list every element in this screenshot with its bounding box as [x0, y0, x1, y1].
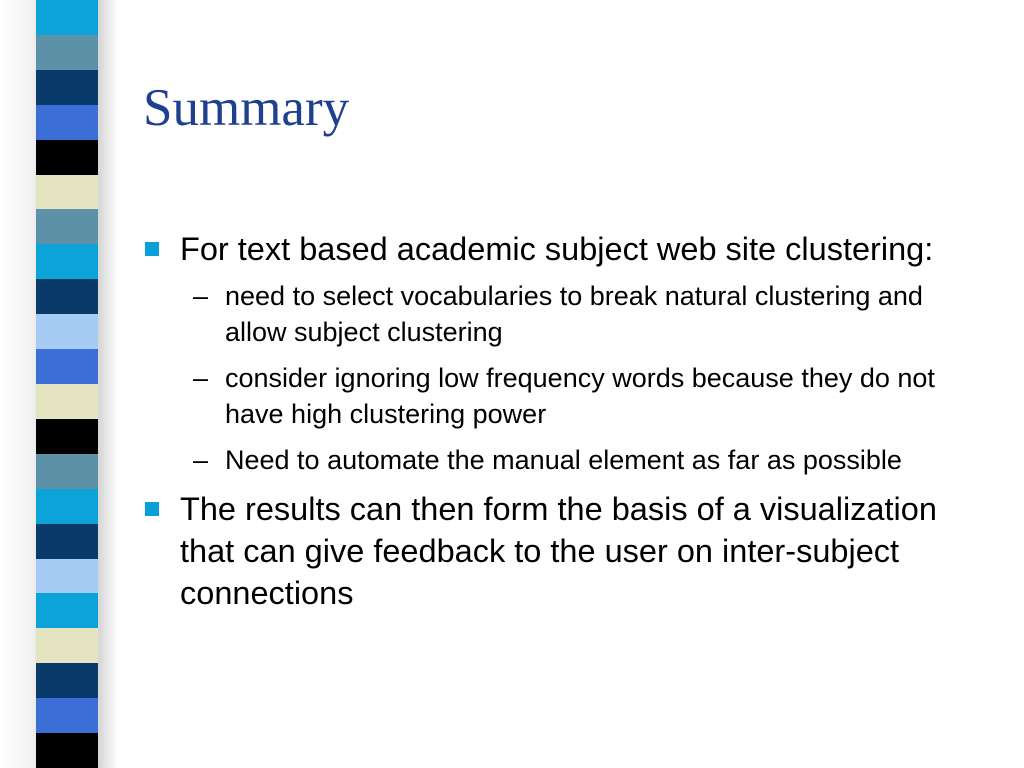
- sub-bullet-item: – need to select vocabularies to break n…: [180, 278, 975, 350]
- sub-bullet-text: Need to automate the manual element as f…: [225, 445, 902, 475]
- stripe-segment: [36, 244, 98, 280]
- stripe-segment: [36, 733, 98, 768]
- dash-marker: –: [193, 445, 209, 475]
- bullet-text: For text based academic subject web site…: [180, 231, 934, 267]
- stripe-segment: [36, 593, 98, 629]
- stripe-segment: [36, 384, 98, 420]
- sub-bullet-text: need to select vocabularies to break nat…: [225, 281, 923, 347]
- stripe-segment: [36, 34, 98, 71]
- bullet-text: The results can then form the basis of a…: [180, 491, 937, 611]
- dash-marker: –: [193, 281, 209, 311]
- stripe-segment: [36, 139, 98, 176]
- stripe-segment: [36, 418, 98, 455]
- sub-bullet-item: – consider ignoring low frequency words …: [180, 360, 975, 432]
- stripe-segment: [36, 104, 98, 141]
- stripe-segment: [36, 314, 98, 350]
- stripe-segment: [36, 628, 98, 664]
- sub-bullet-text: consider ignoring low frequency words be…: [225, 363, 935, 429]
- square-bullet-icon: [145, 502, 159, 516]
- stripe-segment: [36, 698, 98, 734]
- slide-title: Summary: [143, 79, 350, 137]
- stripe-segment: [36, 453, 98, 490]
- dash-marker: –: [193, 363, 209, 393]
- decorative-stripe-bar: [36, 0, 98, 768]
- bullet-list: For text based academic subject web site…: [145, 228, 975, 622]
- stripe-segment: [36, 174, 98, 210]
- stripe-segment: [36, 488, 98, 525]
- bullet-item: The results can then form the basis of a…: [145, 488, 975, 614]
- sub-bullet-list: – need to select vocabularies to break n…: [180, 278, 975, 478]
- square-bullet-icon: [145, 242, 159, 256]
- stripe-segment: [36, 349, 98, 385]
- stripe-segment: [36, 209, 98, 245]
- stripe-segment: [36, 69, 98, 106]
- bullet-item: For text based academic subject web site…: [145, 228, 975, 478]
- stripe-segment: [36, 279, 98, 315]
- stripe-segment: [36, 663, 98, 699]
- stripe-segment: [36, 0, 98, 36]
- stripe-segment: [36, 558, 98, 594]
- sub-bullet-item: – Need to automate the manual element as…: [180, 442, 975, 478]
- stripe-segment: [36, 523, 98, 560]
